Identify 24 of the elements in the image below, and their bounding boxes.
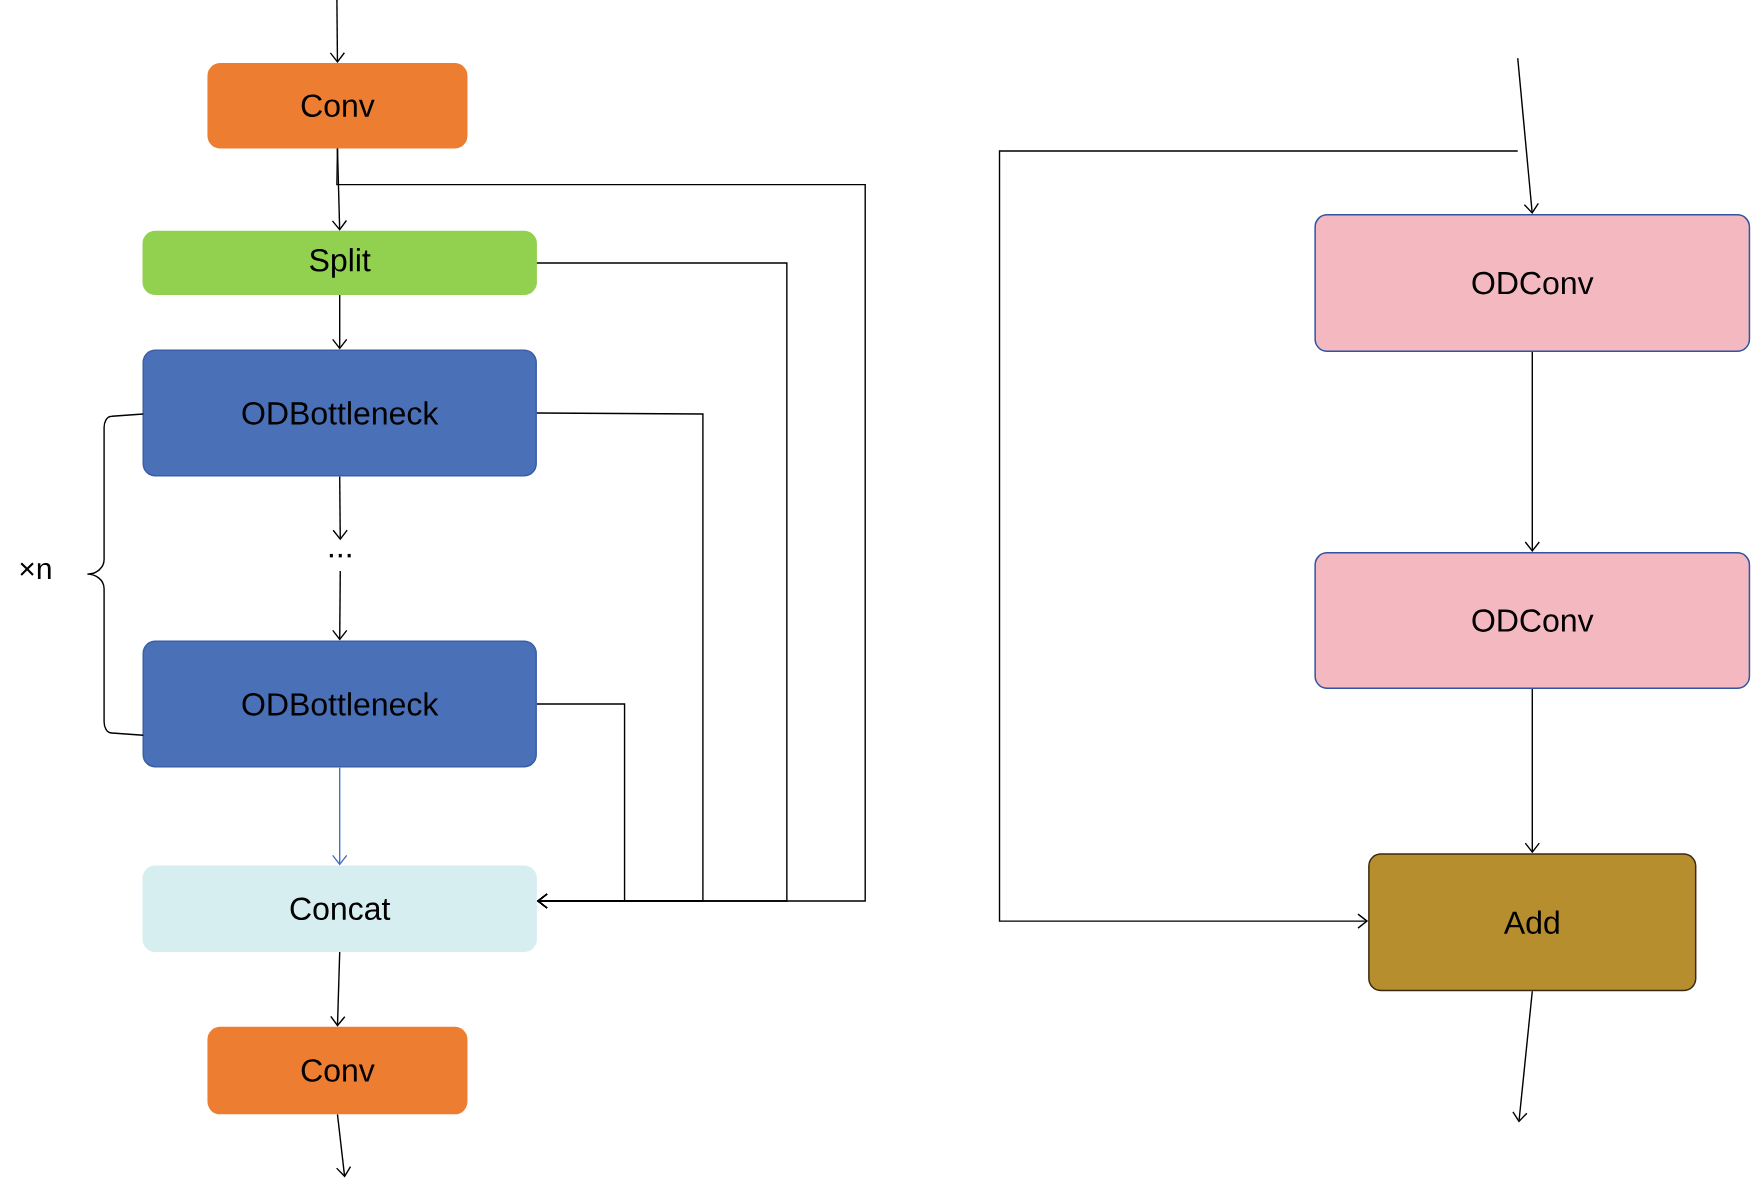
arrow bbox=[1517, 57, 1539, 215]
ellipsis-text: ... bbox=[329, 553, 351, 558]
arrow bbox=[332, 294, 348, 350]
conv-box: Conv bbox=[207, 63, 468, 149]
odconv-box: ODConv bbox=[1314, 214, 1751, 353]
arrow bbox=[998, 150, 1519, 929]
conv-box: Conv bbox=[207, 1026, 468, 1115]
add-box: Add bbox=[1368, 853, 1697, 992]
split-box: Split bbox=[142, 230, 537, 296]
arrow bbox=[1512, 990, 1533, 1123]
arrow bbox=[332, 766, 348, 866]
bottleneck-box: ODBottleneck bbox=[142, 640, 537, 768]
arrow bbox=[332, 570, 348, 641]
concat-box: Concat bbox=[142, 865, 537, 953]
bottleneck-box: ODBottleneck bbox=[142, 349, 537, 477]
arrow bbox=[536, 703, 626, 909]
arrow bbox=[1524, 351, 1540, 553]
arrow bbox=[335, 1113, 352, 1178]
repeat-label: ×n bbox=[20, 562, 51, 580]
arrow bbox=[332, 475, 348, 541]
arrow bbox=[1524, 688, 1540, 854]
arrow bbox=[330, 951, 346, 1027]
odconv-box: ODConv bbox=[1314, 552, 1751, 689]
arrow bbox=[329, 0, 346, 63]
